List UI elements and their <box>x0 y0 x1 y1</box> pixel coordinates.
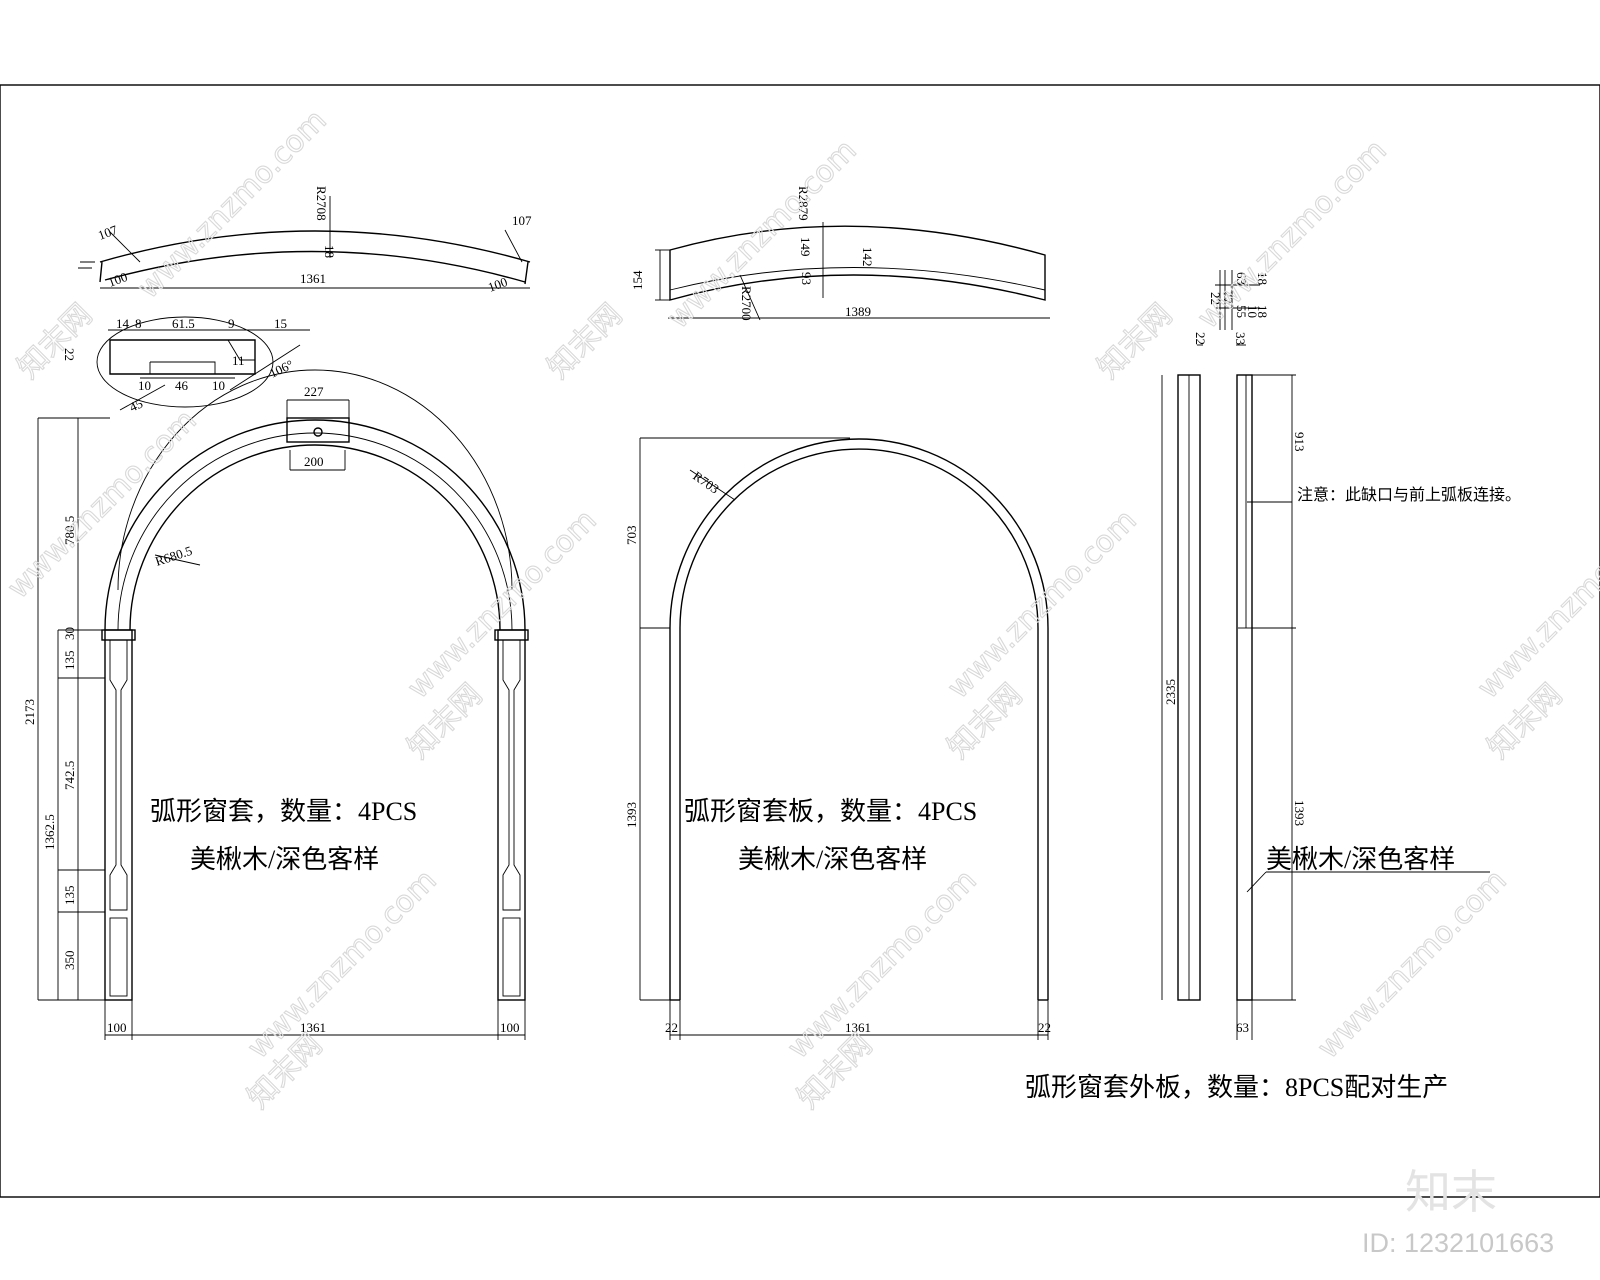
board-149: 149 <box>798 237 813 257</box>
arch-board-view <box>639 222 1050 1040</box>
board-top-strip <box>669 225 1046 301</box>
dim-100-right: 100 <box>486 274 509 295</box>
board-22b: 22 <box>1038 1020 1051 1035</box>
casing-right-leg <box>497 629 526 1001</box>
casing-left-leg <box>104 629 133 1001</box>
outer-panel-note: 注意：此缺口与前上弧板连接。 <box>1297 485 1521 504</box>
sec-10b: 10 <box>212 378 225 393</box>
board-703: 703 <box>624 526 639 546</box>
board-1361: 1361 <box>845 1020 871 1035</box>
board-arch-outer <box>669 438 1049 1000</box>
sec-14: 14 <box>116 316 130 331</box>
board-142: 142 <box>860 247 875 267</box>
arch-board-material: 美楸木/深色客样 <box>738 845 927 874</box>
image-id: ID: 1232101663 <box>1362 1228 1554 1258</box>
sec-11: 11 <box>232 353 245 368</box>
dim-18: 18 <box>322 245 337 258</box>
outer-22-top: 22 <box>1208 292 1223 305</box>
outer-1393: 1393 <box>1292 800 1307 826</box>
watermark-url: www.znzmo.com <box>1191 133 1394 336</box>
dim-200: 200 <box>304 454 324 469</box>
casing-arch-outer <box>104 419 526 631</box>
dim-1361-bottom: 1361 <box>300 1020 326 1035</box>
watermark-cn: 知末网 <box>11 297 99 385</box>
board-r703: R703 <box>690 468 722 496</box>
dim-2173: 2173 <box>22 699 37 725</box>
outer-63-top: 63 <box>1234 272 1249 285</box>
outer-panel-dims: 63 22 27 18 55 10 18 22 33 913 2335 1393… <box>1163 272 1307 1035</box>
dim-135b: 135 <box>62 886 77 906</box>
outer-10: 10 <box>1245 305 1260 318</box>
dim-780-5: 780.5 <box>62 516 77 545</box>
board-arch-inner <box>679 448 1039 1000</box>
sec-15: 15 <box>274 316 287 331</box>
outer-panel-material: 美楸木/深色客样 <box>1266 845 1455 874</box>
dim-350: 350 <box>62 951 77 971</box>
outer-col-33: 33 <box>1233 332 1248 345</box>
arch-casing-dims: R2708 107 107 18 100 100 1361 14 8 61.5 … <box>22 186 532 1035</box>
outer-18b: 18 <box>1255 305 1270 318</box>
dim-r2708: R2708 <box>314 186 329 221</box>
watermark-url: www.znzmo.com <box>661 133 864 336</box>
outer-col-22: 22 <box>1193 332 1208 345</box>
sec-45: 45 <box>127 396 145 415</box>
sec-8: 8 <box>135 316 142 331</box>
watermark-url: www.znzmo.com <box>1471 503 1600 706</box>
casing-top-strip <box>99 230 531 285</box>
sec-46: 46 <box>175 378 189 393</box>
dim-1362-5: 1362.5 <box>42 814 57 850</box>
arch-board-dims: R2879 154 149 93 142 R2700 1389 R703 703… <box>624 186 1051 1035</box>
watermark-cn: 知末网 <box>1091 297 1179 385</box>
outer-2335: 2335 <box>1163 679 1178 705</box>
board-1393: 1393 <box>624 802 639 828</box>
outer-panel-right-strip <box>1236 374 1253 1001</box>
watermark-url: www.znzmo.com <box>1311 863 1514 1066</box>
dim-30: 30 <box>62 627 77 640</box>
outer-18a: 18 <box>1255 272 1270 285</box>
dim-100-left: 100 <box>106 269 129 290</box>
dim-107-left: 107 <box>96 222 120 243</box>
watermark-cn: 知末网 <box>541 297 629 385</box>
sec-10a: 10 <box>138 378 151 393</box>
keystone-hole <box>313 427 323 437</box>
board-r2879: R2879 <box>796 186 811 221</box>
arch-casing-title: 弧形窗套，数量：4PCS <box>150 797 417 826</box>
board-93: 93 <box>799 272 814 285</box>
sec-61-5: 61.5 <box>172 316 195 331</box>
outer-panel-view <box>1161 270 1490 1040</box>
dim-135a: 135 <box>62 651 77 671</box>
outer-27: 27 <box>1221 291 1236 305</box>
outer-panel-title: 弧形窗套外板，数量：8PCS配对生产 <box>1025 1073 1448 1102</box>
sec-106: 106° <box>267 357 296 381</box>
arch-casing-view <box>37 196 531 1040</box>
dim-227: 227 <box>304 384 324 399</box>
outer-913: 913 <box>1292 432 1307 452</box>
outer-63-bottom: 63 <box>1236 1020 1249 1035</box>
brand-watermark: 知末 <box>1405 1165 1497 1219</box>
board-154: 154 <box>630 270 645 290</box>
dim-742-5: 742.5 <box>62 761 77 790</box>
dim-100a: 100 <box>107 1020 127 1035</box>
arch-casing-material: 美楸木/深色客样 <box>190 845 379 874</box>
watermark-url: www.znzmo.com <box>1 403 204 606</box>
sec-22: 22 <box>62 348 77 361</box>
keystone <box>286 417 350 443</box>
watermark-url: www.znzmo.com <box>941 503 1144 706</box>
arch-board-title: 弧形窗套板，数量：4PCS <box>684 797 977 826</box>
dim-r680-5: R680.5 <box>153 543 194 569</box>
board-22a: 22 <box>665 1020 678 1035</box>
dim-107-right: 107 <box>512 213 532 228</box>
outer-55: 55 <box>1234 305 1249 318</box>
board-r2700: R2700 <box>739 286 754 321</box>
dim-1361-top: 1361 <box>300 271 326 286</box>
dim-100b: 100 <box>500 1020 520 1035</box>
drawing-frame <box>0 84 1600 1198</box>
board-1389: 1389 <box>845 304 871 319</box>
sec-9: 9 <box>228 316 235 331</box>
